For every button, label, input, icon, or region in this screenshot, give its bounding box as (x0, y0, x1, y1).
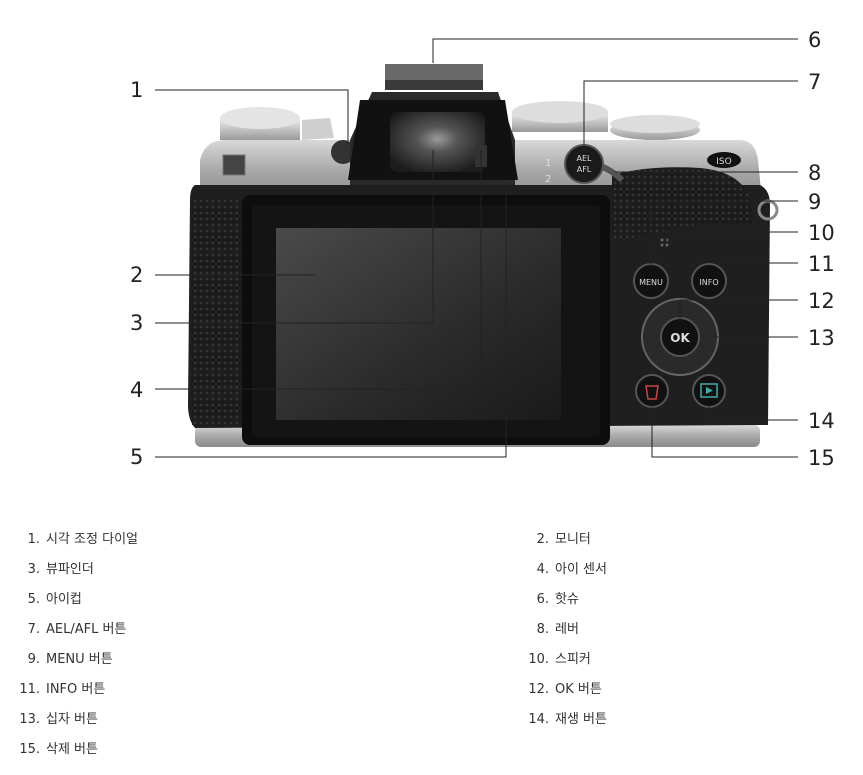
legend-item-6: 6.핫슈 (0, 591, 579, 609)
callout-9: 9 (808, 190, 821, 214)
legend-item-14: 14.재생 버튼 (0, 711, 607, 729)
callout-2: 2 (130, 263, 143, 287)
ael-label: AEL (577, 154, 593, 163)
camera-diagram: ISO 1 2 AEL AFL MENU INFO OK (0, 0, 863, 500)
callout-12: 12 (808, 289, 835, 313)
lever-position-1: 1 (545, 158, 551, 169)
legend-item-2: 2.모니터 (0, 531, 591, 549)
callout-14: 14 (808, 409, 835, 433)
callout-1: 1 (130, 78, 143, 102)
legend-item-15: 15.삭제 버튼 (0, 741, 98, 759)
callout-11: 11 (808, 252, 835, 276)
monitor-screen (276, 228, 561, 420)
callout-8: 8 (808, 161, 821, 185)
callout-6: 6 (808, 28, 821, 52)
ok-label: OK (670, 331, 690, 345)
callout-5: 5 (130, 445, 143, 469)
camera-body: ISO 1 2 AEL AFL MENU INFO OK (188, 64, 777, 447)
aelafl-button[interactable] (565, 145, 603, 183)
legend-item-8: 8.레버 (0, 621, 579, 639)
menu-label: MENU (639, 278, 663, 287)
parts-legend: 1.시각 조정 다이얼 2.모니터 3.뷰파인더 4.아이 센서 5.아이컵 6… (0, 525, 863, 770)
delete-button[interactable] (636, 375, 668, 407)
callout-3: 3 (130, 311, 143, 335)
lever-position-2: 2 (545, 174, 551, 185)
legend-item-12: 12.OK 버튼 (0, 681, 602, 699)
afl-label: AFL (577, 165, 592, 174)
iso-label: ISO (716, 157, 731, 167)
legend-item-4: 4.아이 센서 (0, 561, 607, 579)
callout-7: 7 (808, 70, 821, 94)
callout-10: 10 (808, 221, 835, 245)
legend-item-10: 10.스피커 (0, 651, 591, 669)
callout-4: 4 (130, 378, 143, 402)
callout-13: 13 (808, 326, 835, 350)
info-label: INFO (699, 278, 718, 287)
callout-15: 15 (808, 446, 835, 470)
